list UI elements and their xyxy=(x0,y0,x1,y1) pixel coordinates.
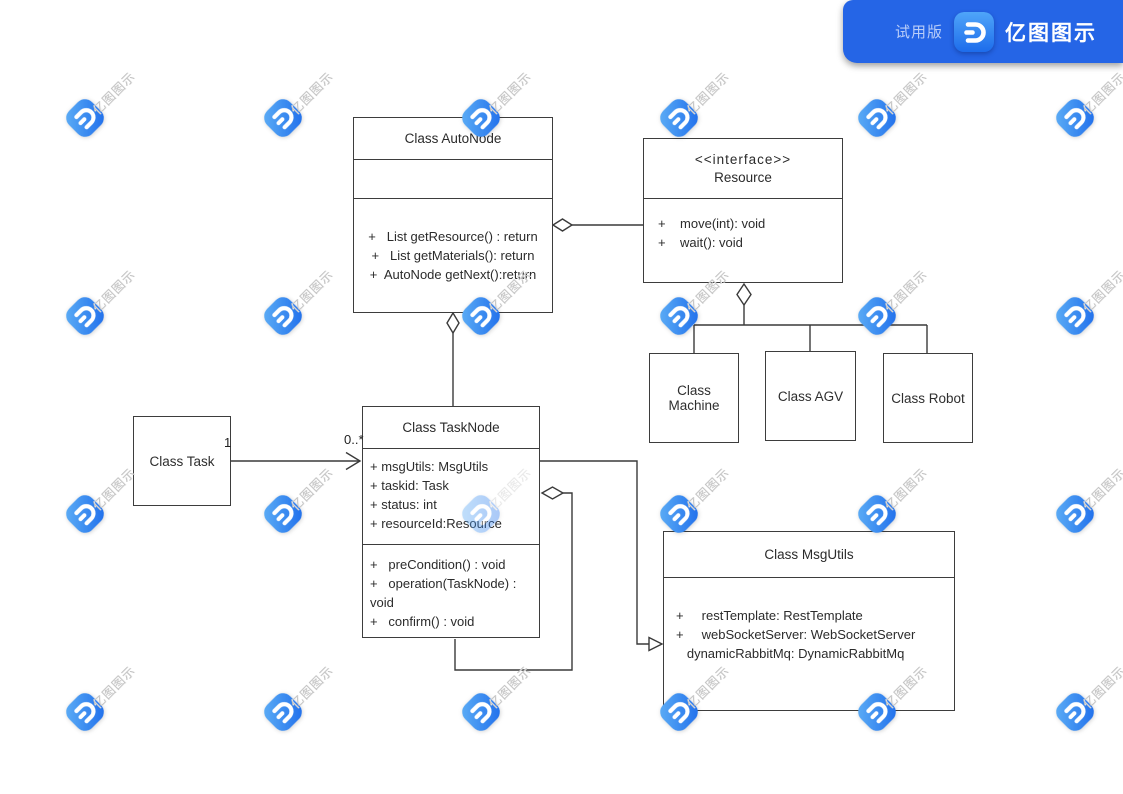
aggregation-autonode-tasknode[interactable] xyxy=(446,311,460,406)
compartment-divider xyxy=(664,577,954,578)
class-msgutils-attributes: + restTemplate: RestTemplate + webSocket… xyxy=(676,608,916,661)
class-tasknode[interactable]: Class TaskNode + msgUtils: MsgUtils + ta… xyxy=(362,406,540,638)
class-tasknode-title: Class TaskNode xyxy=(402,419,500,435)
class-task[interactable]: Class Task xyxy=(133,416,231,506)
compartment-divider xyxy=(354,159,552,160)
self-aggregation-tasknode[interactable] xyxy=(454,486,573,671)
interface-resource[interactable]: <<interface>> Resource + move(int): void… xyxy=(643,138,843,283)
class-robot[interactable]: Class Robot xyxy=(883,353,973,443)
realization-tasknode-msgutils[interactable] xyxy=(540,460,664,652)
compartment-divider xyxy=(363,544,539,545)
trial-banner[interactable]: 试用版 亿图图示 xyxy=(843,0,1123,63)
compartment-divider xyxy=(363,448,539,449)
compartment-divider xyxy=(354,198,552,199)
class-agv[interactable]: Class AGV xyxy=(765,351,856,441)
compartment-divider xyxy=(644,198,842,199)
class-msgutils-title: Class MsgUtils xyxy=(764,546,854,562)
interface-resource-stereotype: <<interface>> xyxy=(694,151,792,167)
edraw-logo-icon xyxy=(954,11,995,52)
interface-resource-title: Resource xyxy=(714,169,772,185)
class-tasknode-attributes: + msgUtils: MsgUtils + taskid: Task + st… xyxy=(370,459,502,531)
class-autonode-methods: + List getResource() : return + List get… xyxy=(368,229,538,282)
class-machine[interactable]: Class Machine xyxy=(649,353,739,443)
association-task-tasknode[interactable] xyxy=(231,451,362,471)
interface-resource-methods: + move(int): void + wait(): void xyxy=(658,216,766,250)
class-autonode[interactable]: Class AutoNode + List getResource() : re… xyxy=(353,117,553,313)
class-autonode-title: Class AutoNode xyxy=(404,130,502,146)
aggregation-autonode-resource[interactable] xyxy=(551,218,643,232)
multiplicity-task-end: 1 xyxy=(224,435,232,450)
brand-name: 亿图图示 xyxy=(1005,21,1098,45)
aggregation-resource-subclasses[interactable] xyxy=(693,282,928,353)
class-autonode-attributes xyxy=(354,160,552,198)
class-msgutils[interactable]: Class MsgUtils + restTemplate: RestTempl… xyxy=(663,531,955,711)
trial-badge-label: 试用版 xyxy=(895,24,944,41)
multiplicity-tasknode-end: 0..* xyxy=(344,432,364,447)
class-tasknode-methods: + preCondition() : void + operation(Task… xyxy=(370,557,517,629)
